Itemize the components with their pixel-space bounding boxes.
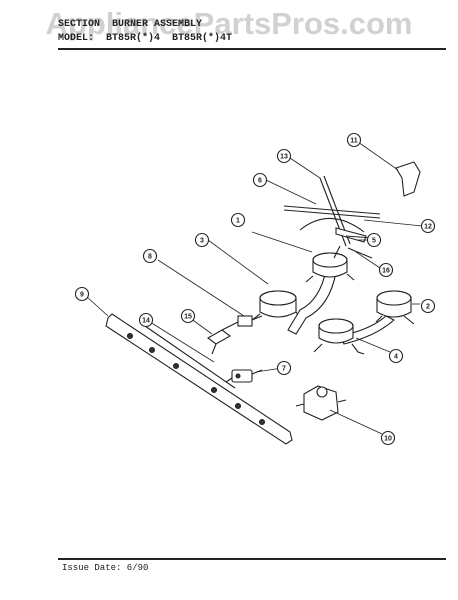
- callout-3: 3: [200, 238, 204, 245]
- model-value: BT85R(*)4 BT85R(*)4T: [106, 33, 233, 44]
- section-label: SECTION: [58, 19, 101, 30]
- air-shutter: [237, 315, 263, 327]
- spreader-assembly: [283, 175, 381, 259]
- callout-14: 14: [142, 318, 150, 325]
- callout-circles: [74, 132, 436, 446]
- callout-5: 5: [372, 238, 376, 245]
- burner-left: [251, 290, 301, 321]
- bracket: [395, 161, 421, 197]
- burner-front: [313, 318, 365, 355]
- callout-2: 2: [426, 304, 430, 311]
- spring-clip: [347, 247, 373, 259]
- callout-12: 12: [424, 224, 432, 231]
- model-label: MODEL:: [58, 33, 95, 44]
- callout-10: 10: [384, 436, 392, 443]
- callout-1: 1: [236, 218, 240, 225]
- burner-center: [287, 252, 355, 335]
- orifice-fitting: [207, 321, 239, 355]
- regulator: [295, 385, 347, 421]
- header-rule: [58, 48, 446, 50]
- callout-15: 15: [184, 314, 192, 321]
- watermark: AppliancePartsPros.com: [45, 6, 413, 41]
- callout-9: 9: [80, 292, 84, 299]
- callout-7: 7: [282, 366, 286, 373]
- section-value: BURNER ASSEMBLY: [112, 19, 203, 30]
- callout-8: 8: [148, 254, 152, 261]
- footer-rule: [58, 558, 446, 560]
- callout-13: 13: [280, 154, 288, 161]
- manifold-bar: [105, 313, 293, 445]
- issue-date: Issue Date: 6/90: [62, 563, 149, 573]
- callout-6: 6: [258, 178, 262, 185]
- callout-11: 11: [350, 138, 358, 145]
- rod: [144, 325, 236, 389]
- callout-4: 4: [394, 354, 398, 361]
- callout-16: 16: [382, 268, 390, 275]
- section-line: SECTION BURNER ASSEMBLY: [58, 19, 202, 30]
- model-line: MODEL: BT85R(*)4 BT85R(*)4T: [58, 33, 232, 44]
